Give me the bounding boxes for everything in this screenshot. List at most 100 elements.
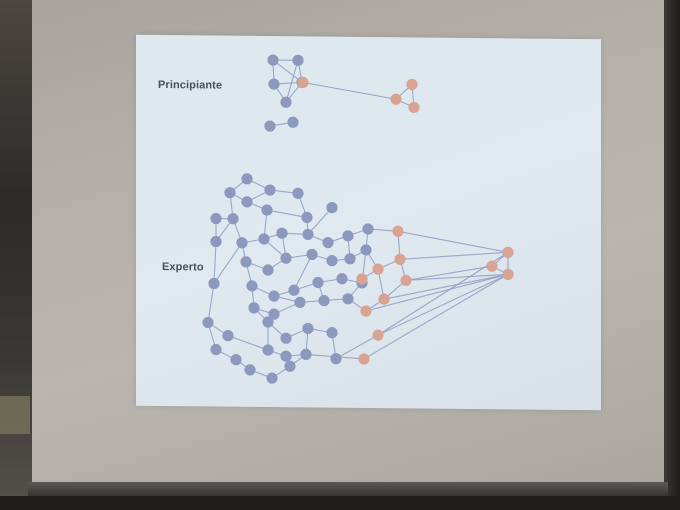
graph-node-blue [227, 213, 239, 225]
graph-node-blue [302, 228, 314, 241]
graph-node-orange [400, 274, 412, 286]
graph-edge [365, 273, 509, 312]
graph-edge [207, 283, 215, 323]
graph-node-blue [280, 96, 292, 108]
graph-edge [377, 251, 509, 336]
graph-node-blue [318, 294, 330, 307]
graph-node-blue [292, 187, 304, 199]
graph-node-blue [306, 248, 318, 261]
graph-edge [293, 254, 313, 291]
graph-node-orange [358, 353, 370, 365]
edges [207, 59, 509, 379]
graph-node-orange [502, 268, 514, 280]
graph-node-blue [362, 223, 374, 235]
graph-node-blue [202, 316, 214, 329]
graph-node-blue [344, 253, 356, 265]
graph-edge [383, 273, 509, 300]
graph-node-blue [248, 302, 260, 314]
graph-node-blue [210, 212, 222, 225]
graph-edge [377, 273, 509, 336]
graph-node-blue [261, 204, 273, 216]
graph-node-blue [342, 293, 354, 305]
graph-node-orange [297, 76, 309, 88]
graph-edge [397, 230, 509, 253]
graph-node-blue [264, 120, 276, 132]
graph-node-orange [394, 253, 406, 265]
graph-edge [213, 242, 243, 284]
graph-node-blue [360, 244, 372, 256]
graph-node-blue [266, 372, 278, 384]
graph-node-blue [264, 184, 276, 196]
graph-node-blue [222, 330, 234, 342]
graph-edge [302, 81, 397, 100]
graph-edge [213, 241, 217, 284]
graph-edge [285, 60, 299, 103]
graph-node-blue [210, 343, 222, 356]
graph-node-blue [208, 277, 220, 290]
graph-node-orange [502, 246, 514, 258]
graph-node-blue [262, 264, 274, 276]
graph-node-blue [224, 187, 236, 199]
graph-edge [405, 265, 493, 281]
graph-node-orange [406, 78, 418, 91]
graph-node-blue [230, 354, 242, 366]
graph-edge [363, 273, 509, 360]
graph-edge [272, 59, 303, 83]
wall-panel [0, 396, 30, 434]
graph-node-orange [390, 93, 402, 105]
graph-node-blue [258, 233, 270, 245]
graph-node-blue [246, 280, 258, 292]
graph-node-blue [280, 350, 292, 362]
graph-node-blue [294, 296, 306, 308]
label-experto: Experto [162, 261, 204, 274]
graph-node-orange [378, 293, 390, 305]
label-principiante: Principiante [158, 78, 223, 92]
graph-node-blue [287, 116, 299, 128]
graph-node-orange [372, 263, 384, 275]
graph-node-blue [322, 237, 334, 249]
graph-edge [266, 209, 308, 218]
graph-node-blue [240, 256, 252, 268]
graph-edge [335, 334, 379, 360]
graph-node-orange [486, 260, 498, 272]
graph-node-blue [292, 54, 304, 66]
graph-node-blue [241, 173, 253, 185]
graph-node-blue [326, 202, 338, 214]
graph-node-blue [241, 196, 253, 208]
graph-node-orange [356, 273, 368, 285]
graph-node-blue [330, 353, 342, 365]
graph-edge [227, 335, 269, 351]
graph-edge [405, 273, 509, 281]
graph-node-blue [268, 290, 280, 302]
graph-edge [399, 251, 509, 260]
graph-node-blue [276, 227, 288, 239]
graph-node-blue [267, 54, 279, 66]
graph-node-orange [360, 305, 372, 317]
graph-node-blue [284, 360, 296, 372]
graph-node-blue [280, 332, 292, 344]
screen-bottom-bar [28, 482, 668, 500]
graph-node-blue [268, 308, 280, 320]
graph-node-blue [336, 273, 348, 285]
projected-slide: Principiante Experto [136, 34, 601, 411]
nodes [202, 54, 514, 384]
graph-node-blue [244, 364, 256, 376]
graph-node-blue [342, 230, 354, 242]
graph-node-blue [312, 276, 324, 289]
graph-node-orange [392, 225, 404, 237]
graph-node-blue [302, 322, 314, 335]
graph-node-blue [268, 78, 280, 90]
floor [0, 496, 680, 510]
graph-node-blue [301, 211, 313, 224]
graph-node-orange [408, 101, 420, 114]
graph-edge [307, 207, 333, 235]
graph-node-orange [372, 329, 384, 341]
graph-node-blue [280, 252, 292, 264]
graph-node-blue [326, 255, 338, 267]
graph-node-blue [262, 344, 274, 356]
graph-node-blue [210, 235, 222, 248]
graph-node-blue [236, 237, 248, 249]
graph-node-blue [288, 284, 300, 296]
graph-node-blue [326, 327, 338, 339]
graph-node-blue [262, 316, 274, 328]
